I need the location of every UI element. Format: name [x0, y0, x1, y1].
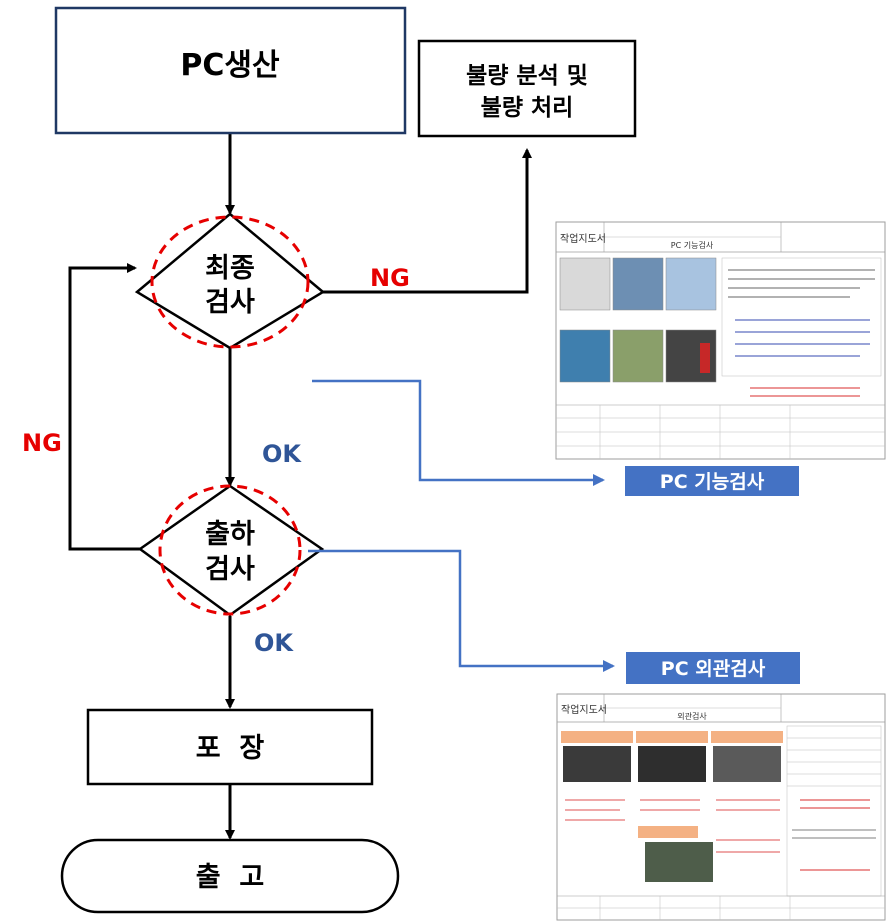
work-instruction-doc-1: 작업지도서 PC 기능검사 [555, 221, 886, 460]
shipping-inspection-line2: 검사 [205, 554, 255, 585]
ok-label-2: OK [254, 629, 294, 657]
doc2-title: 작업지도서 [561, 703, 607, 716]
exterior-test-label: PC 외관검사 [661, 658, 766, 680]
defect-analysis-line1: 불량 분석 및 [466, 63, 588, 89]
node-pc-production: PC생산 [54, 6, 407, 135]
node-defect-analysis: 불량 분석 및 불량 처리 [417, 39, 637, 138]
ng-label-left: NG [22, 429, 62, 457]
final-inspection-line1: 최종 [205, 253, 255, 284]
work-instruction-doc-2: 작업지도서 외관검사 [556, 693, 886, 921]
ng-label-right: NG [370, 264, 410, 292]
final-inspection-line2: 검사 [205, 287, 255, 318]
defect-analysis-line2: 불량 처리 [481, 95, 574, 121]
node-shipping-inspection: 출하 검사 [137, 484, 325, 617]
node-release: 출 고 [60, 838, 400, 914]
doc1-title: 작업지도서 [560, 232, 606, 245]
doc1-subtitle: PC 기능검사 [671, 240, 714, 250]
final-inspection-highlight [150, 215, 310, 349]
doc2-subtitle: 외관검사 [677, 711, 707, 721]
node-final-inspection: 최종 검사 [134, 212, 326, 350]
flow-connectors [68, 133, 532, 840]
callout-functional-test: PC 기능검사 [625, 466, 799, 496]
node-packaging: 포 장 [86, 708, 374, 786]
release-label: 출 고 [196, 862, 264, 893]
callout-exterior-test: PC 외관검사 [626, 652, 800, 684]
functional-test-label: PC 기능검사 [660, 471, 765, 493]
edge-final-to-defect [323, 148, 532, 294]
connector-to-exterior-test [308, 549, 615, 672]
shipping-inspection-highlight [158, 484, 302, 616]
shipping-inspection-line1: 출하 [205, 519, 255, 550]
pc-production-label: PC생산 [180, 48, 280, 83]
packaging-label: 포 장 [196, 733, 265, 764]
connector-to-functional-test [312, 379, 605, 486]
edge-shipping-ng-loop [68, 263, 140, 551]
ok-label-1: OK [262, 440, 302, 468]
